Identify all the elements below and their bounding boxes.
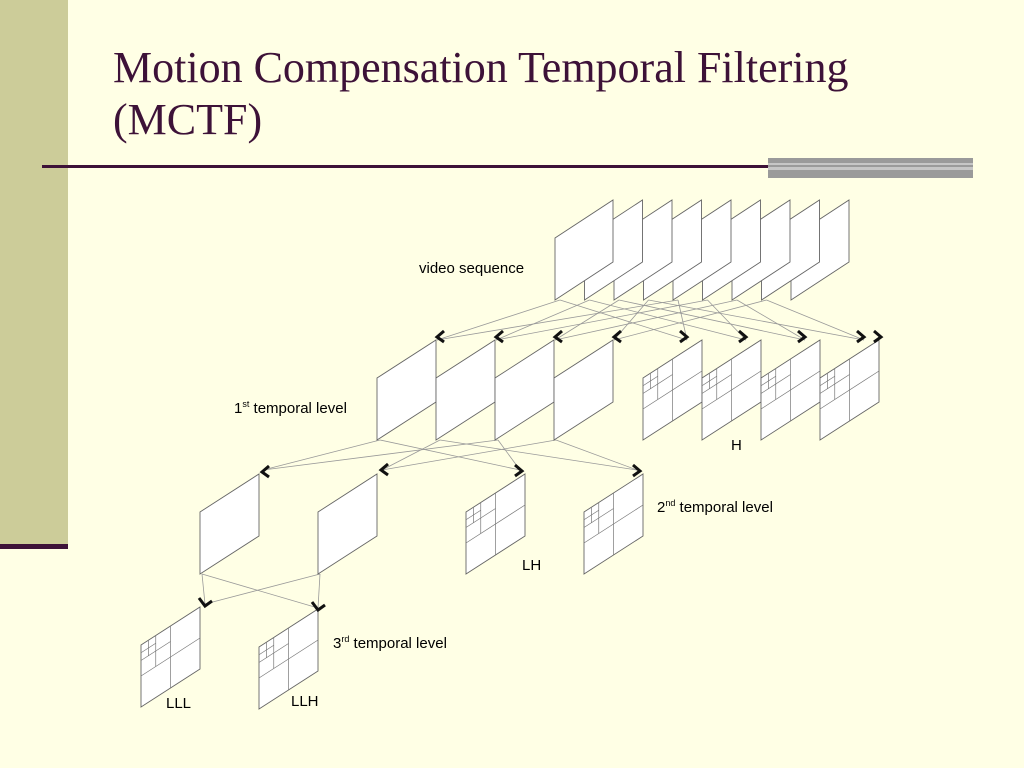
filter-edge [436, 299, 561, 341]
label-lll: LLL [166, 695, 191, 712]
arrowheads [197, 329, 884, 613]
arrowhead [679, 329, 690, 344]
filter-edge [439, 439, 638, 471]
arrowhead [434, 329, 445, 344]
l1-highpass-frame [701, 339, 762, 441]
filter-edge [589, 299, 747, 341]
arrowhead [259, 464, 270, 479]
filter-edge [262, 439, 499, 471]
label-1st-temporal-level: 1st temporal level [234, 399, 347, 417]
filter-edge [381, 439, 441, 471]
filter-edge [201, 573, 319, 609]
filter-edge [201, 573, 206, 605]
arrowhead [611, 329, 622, 344]
l1-highpass-frame [760, 339, 821, 441]
video-frame [554, 199, 614, 301]
arrowhead [797, 329, 808, 344]
filter-edge [555, 439, 638, 471]
arrowhead [310, 601, 326, 613]
filter-edge [613, 299, 767, 341]
filter-edge [436, 299, 679, 341]
l2-lowpass-frame [317, 473, 378, 575]
filter-edge [618, 299, 806, 341]
filter-edge [262, 439, 381, 471]
l1-highpass-frame [819, 339, 880, 441]
filter-edge [736, 299, 806, 341]
arrowhead [197, 597, 213, 609]
arrowhead [514, 463, 525, 478]
l1-lowpass-frame [553, 339, 614, 441]
left-decor-bar [0, 0, 68, 546]
filter-edge [766, 299, 865, 341]
filter-edge [495, 299, 590, 341]
filter-edges [201, 299, 865, 609]
label-2nd-temporal-level: 2nd temporal level [657, 498, 773, 516]
filter-edge [495, 299, 708, 341]
filter-edge [648, 299, 865, 341]
arrowhead [552, 329, 563, 344]
arrowhead [873, 329, 884, 344]
filter-edge [204, 573, 321, 605]
label-lh: LH [522, 557, 541, 574]
l1-lowpass-frame [494, 339, 555, 441]
l1-highpass-frame [642, 339, 703, 441]
frames [140, 199, 880, 710]
label-h: H [731, 437, 742, 454]
filter-edge [559, 299, 688, 341]
l3-lll-frame [140, 606, 201, 708]
filter-edge [381, 439, 557, 471]
label-3rd-temporal-level: 3rd temporal level [333, 634, 447, 652]
title-rule [42, 165, 973, 168]
filter-edge [677, 299, 688, 341]
l2-highpass-frame [465, 473, 526, 575]
arrowhead [632, 463, 643, 478]
filter-edge [379, 439, 521, 471]
arrowhead [378, 462, 389, 477]
slide-title: Motion Compensation Temporal Filtering (… [113, 43, 849, 144]
l1-lowpass-frame [435, 339, 496, 441]
arrowhead [493, 329, 504, 344]
l2-highpass-frame [583, 473, 644, 575]
arrowhead [738, 329, 749, 344]
label-video-sequence: video sequence [419, 260, 524, 277]
arrowhead [856, 329, 867, 344]
l2-lowpass-frame [199, 473, 260, 575]
title-accent-bar [768, 158, 973, 178]
filter-edge [554, 299, 738, 341]
left-bar-underline [0, 544, 68, 549]
label-llh: LLH [291, 693, 319, 710]
l1-lowpass-frame [376, 339, 437, 441]
filter-edge [554, 299, 620, 341]
filter-edge [317, 573, 321, 609]
